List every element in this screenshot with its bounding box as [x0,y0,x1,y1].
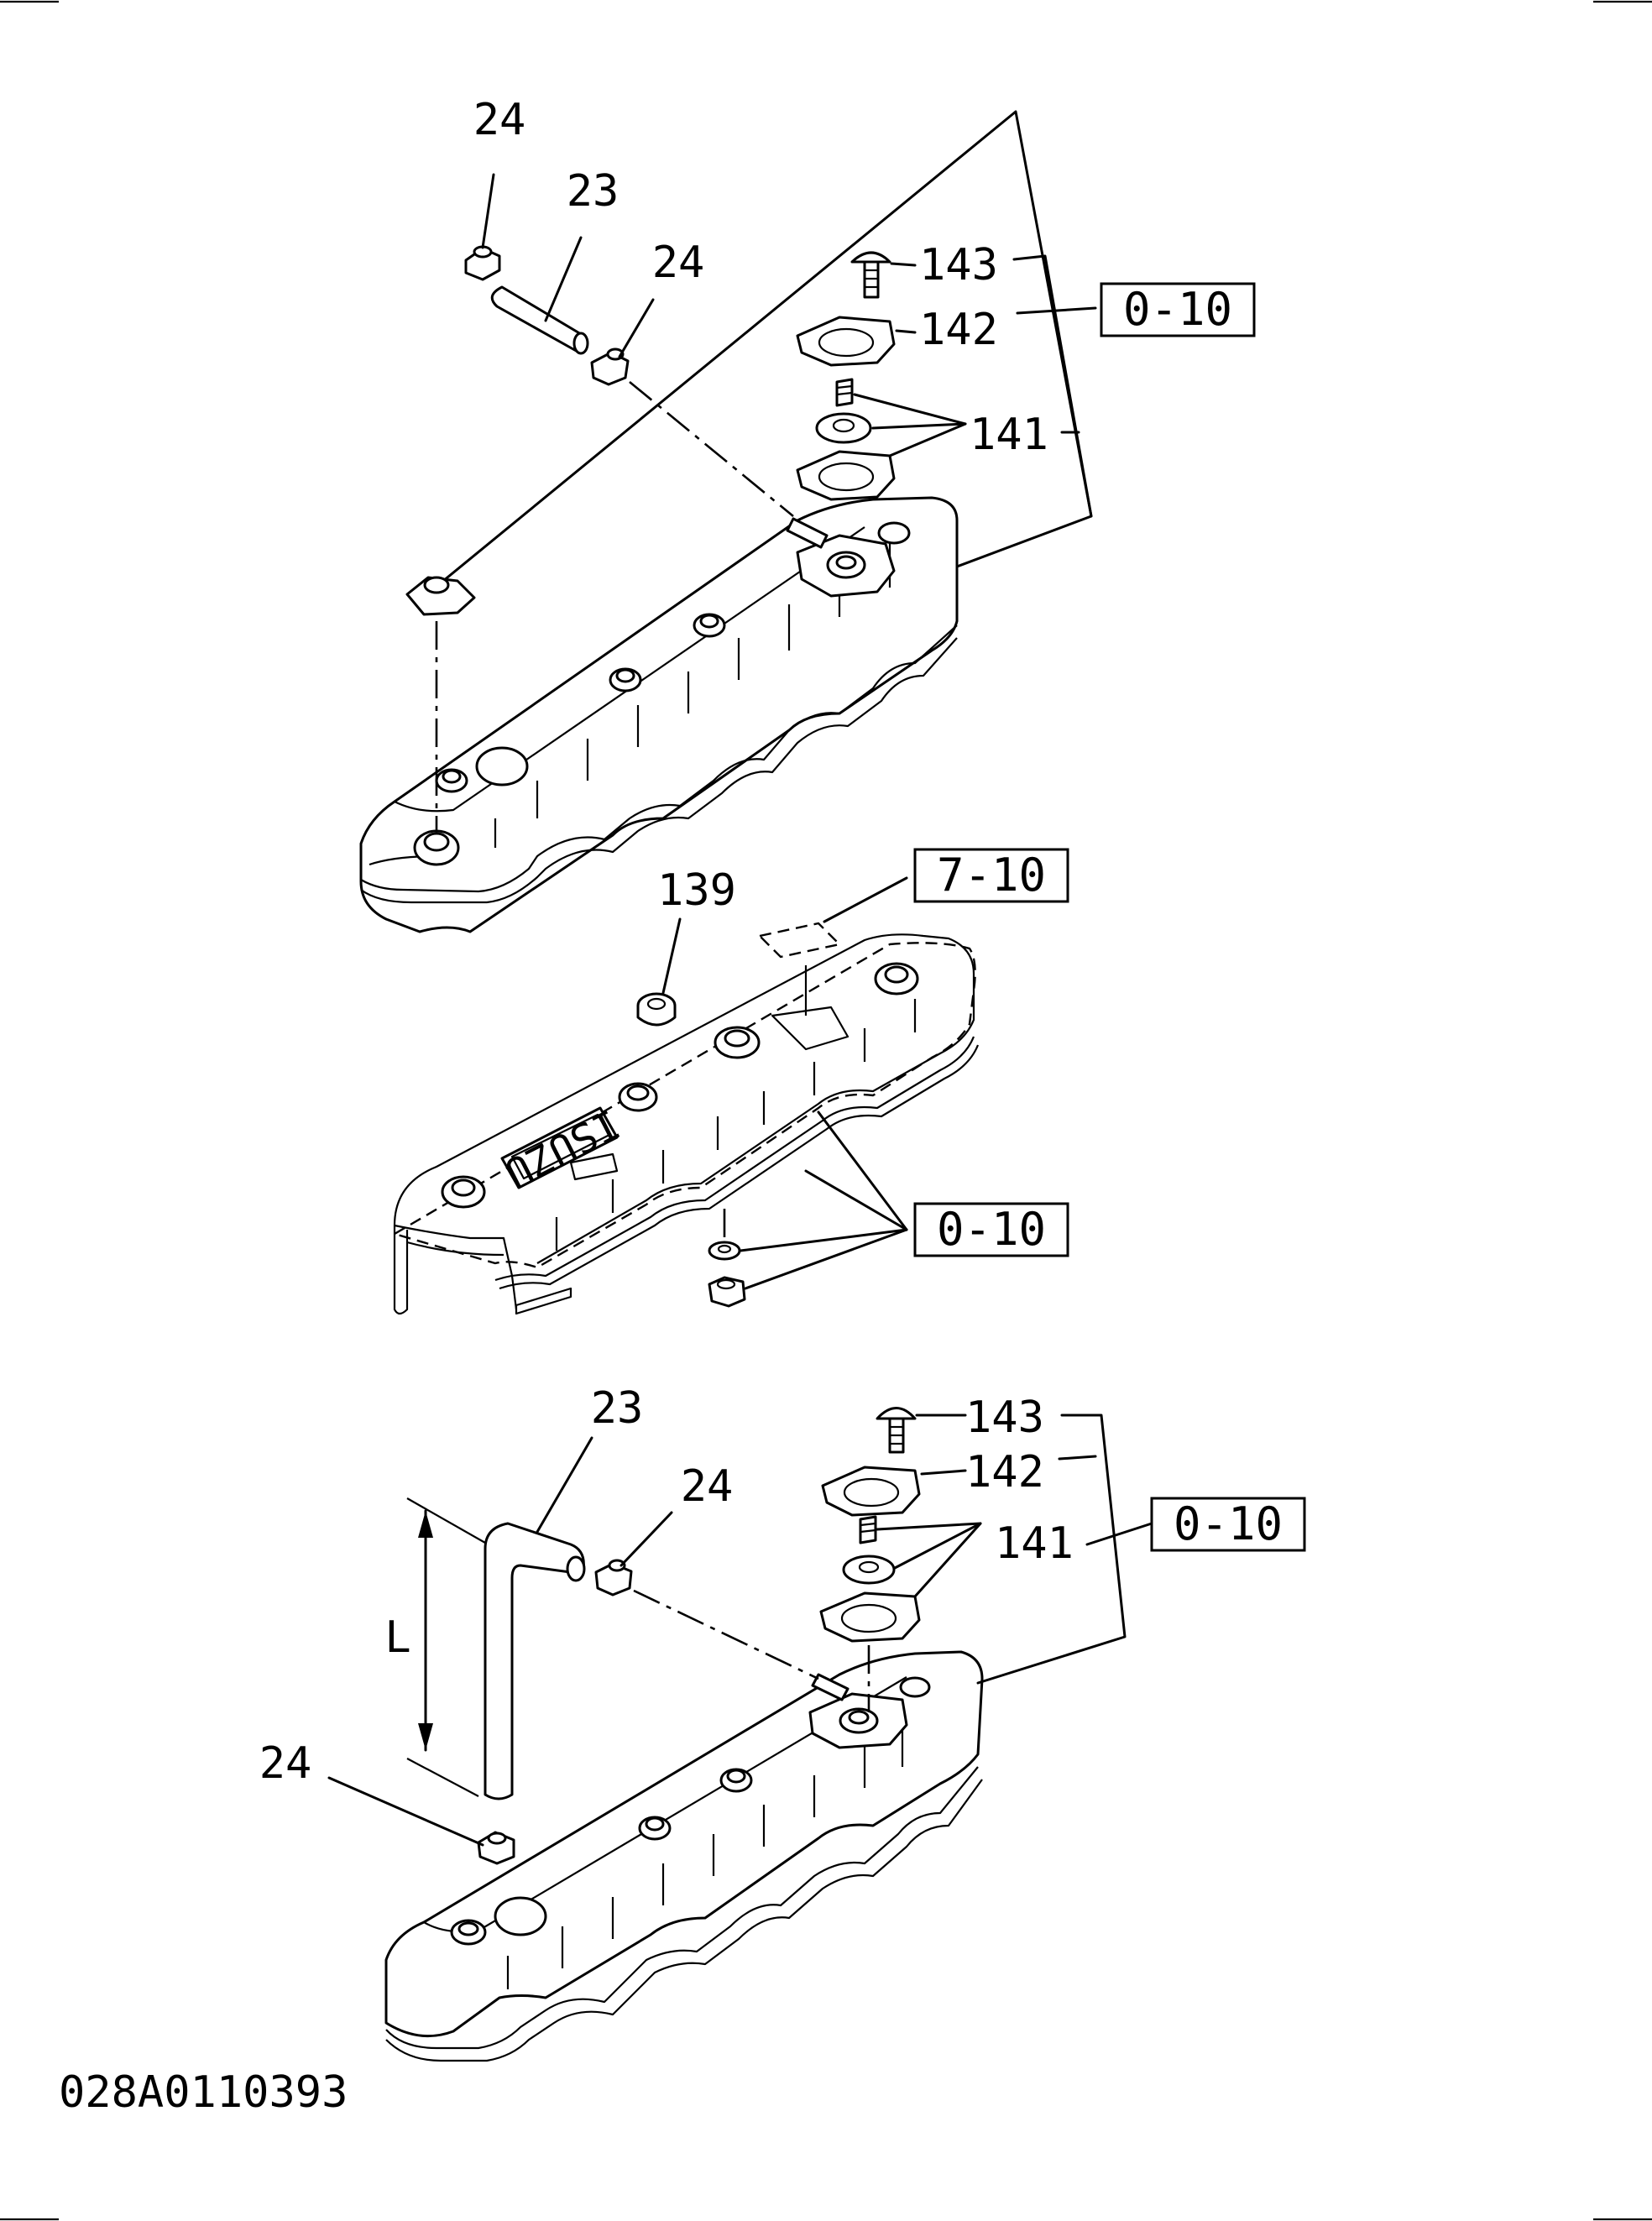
bottom-valve-parts-141 [819,1515,921,1643]
middle-assembly: ISUZU 139 [393,848,1069,1315]
top-label-141: 141 [970,410,1048,460]
leader-mid-gasket-b [804,1169,908,1231]
top-hose-clip-left [464,245,501,281]
leader-bot-141 [876,1522,982,1598]
middle-washer [708,1241,741,1261]
mid-label-139: 139 [657,865,736,916]
top-ref-box [1100,282,1256,337]
middle-cover-outline: ISUZU [393,922,980,1315]
leader-bot-142 [920,1469,967,1476]
leader-mid-nut [744,1228,908,1290]
top-hose-clip-right [590,348,630,386]
leader-bot-142-bracket [1058,1455,1097,1461]
bottom-screw-143 [876,1407,917,1454]
leader-top-141b [871,422,967,430]
mid-ref-box-0-10 [913,1202,1069,1257]
leader-top-24a [481,173,495,249]
leader-mid-gasket-a [817,1110,908,1231]
top-hose-axis [629,380,794,518]
top-label-143: 143 [919,240,998,290]
mid-ref-box-7-10 [913,848,1069,903]
leader-top-24b [618,298,655,358]
hose-length-dimension [406,1497,486,1797]
bot-ref-box [1150,1497,1306,1552]
leader-top-142 [895,329,917,334]
bottom-hose-clip-upper [594,1559,633,1597]
middle-nut [708,1276,746,1308]
bottom-rocker-cover [384,1650,984,2062]
top-label-24-left: 24 [473,95,526,145]
leader-bot-23 [536,1436,593,1534]
bot-label-23: 23 [591,1383,644,1434]
top-cover-142 [796,316,896,367]
top-screw-143 [850,251,891,299]
top-label-23: 23 [567,166,620,217]
isuzu-emblem-text: ISUZU [497,1100,626,1196]
leader-mid-washer [739,1228,908,1252]
mid-ref-box-7-10-label: 7-10 [937,849,1046,901]
bot-label-142: 142 [965,1447,1044,1497]
leader-top-143 [890,262,917,267]
bottom-hose-clip-lower [477,1831,515,1865]
top-ref-box-label: 0-10 [1123,283,1232,336]
top-label-142: 142 [919,305,998,355]
bot-label-24-lower: 24 [259,1738,312,1789]
top-hose [490,285,589,355]
leader-mid-7-10 [823,876,908,923]
top-label-24-right: 24 [652,238,705,288]
bot-ref-box-label: 0-10 [1174,1497,1283,1550]
mid-ref-box-0-10-label: 0-10 [937,1203,1046,1256]
top-valve-parts-141 [796,378,896,501]
leader-top-23 [544,236,583,322]
bot-label-24-upper: 24 [681,1461,734,1512]
bot-label-141: 141 [995,1518,1074,1569]
bot-label-L: L [384,1612,410,1663]
leader-bot-box [1085,1522,1153,1546]
bottom-cover-142 [821,1466,921,1517]
top-rocker-cover [359,496,959,933]
bottom-hose-axis [633,1589,819,1680]
top-assembly: 24 23 24 143 142 141 0-10 [359,95,1256,933]
leader-mid-139 [661,917,682,995]
isuzu-emblem: ISUZU [497,1100,626,1196]
leader-bot-24-lower [327,1776,484,1847]
top-oil-cap [405,576,476,616]
bot-label-143: 143 [965,1393,1044,1443]
leader-bot-bracket [976,1414,1127,1685]
leader-bot-141b [893,1522,982,1570]
bottom-assembly: 23 24 L 24 143 142 141 0-10 [259,1383,1306,2062]
leader-top-142-box [1016,306,1097,315]
drawing-code: 028A0110393 [59,2067,348,2118]
label-phantom [757,922,842,959]
middle-cap-139 [636,992,677,1027]
leader-bot-24-upper [620,1511,673,1567]
leader-top-143-bracket [1012,254,1093,518]
bottom-hose [484,1522,586,1800]
top-group-bracket [418,110,1093,602]
